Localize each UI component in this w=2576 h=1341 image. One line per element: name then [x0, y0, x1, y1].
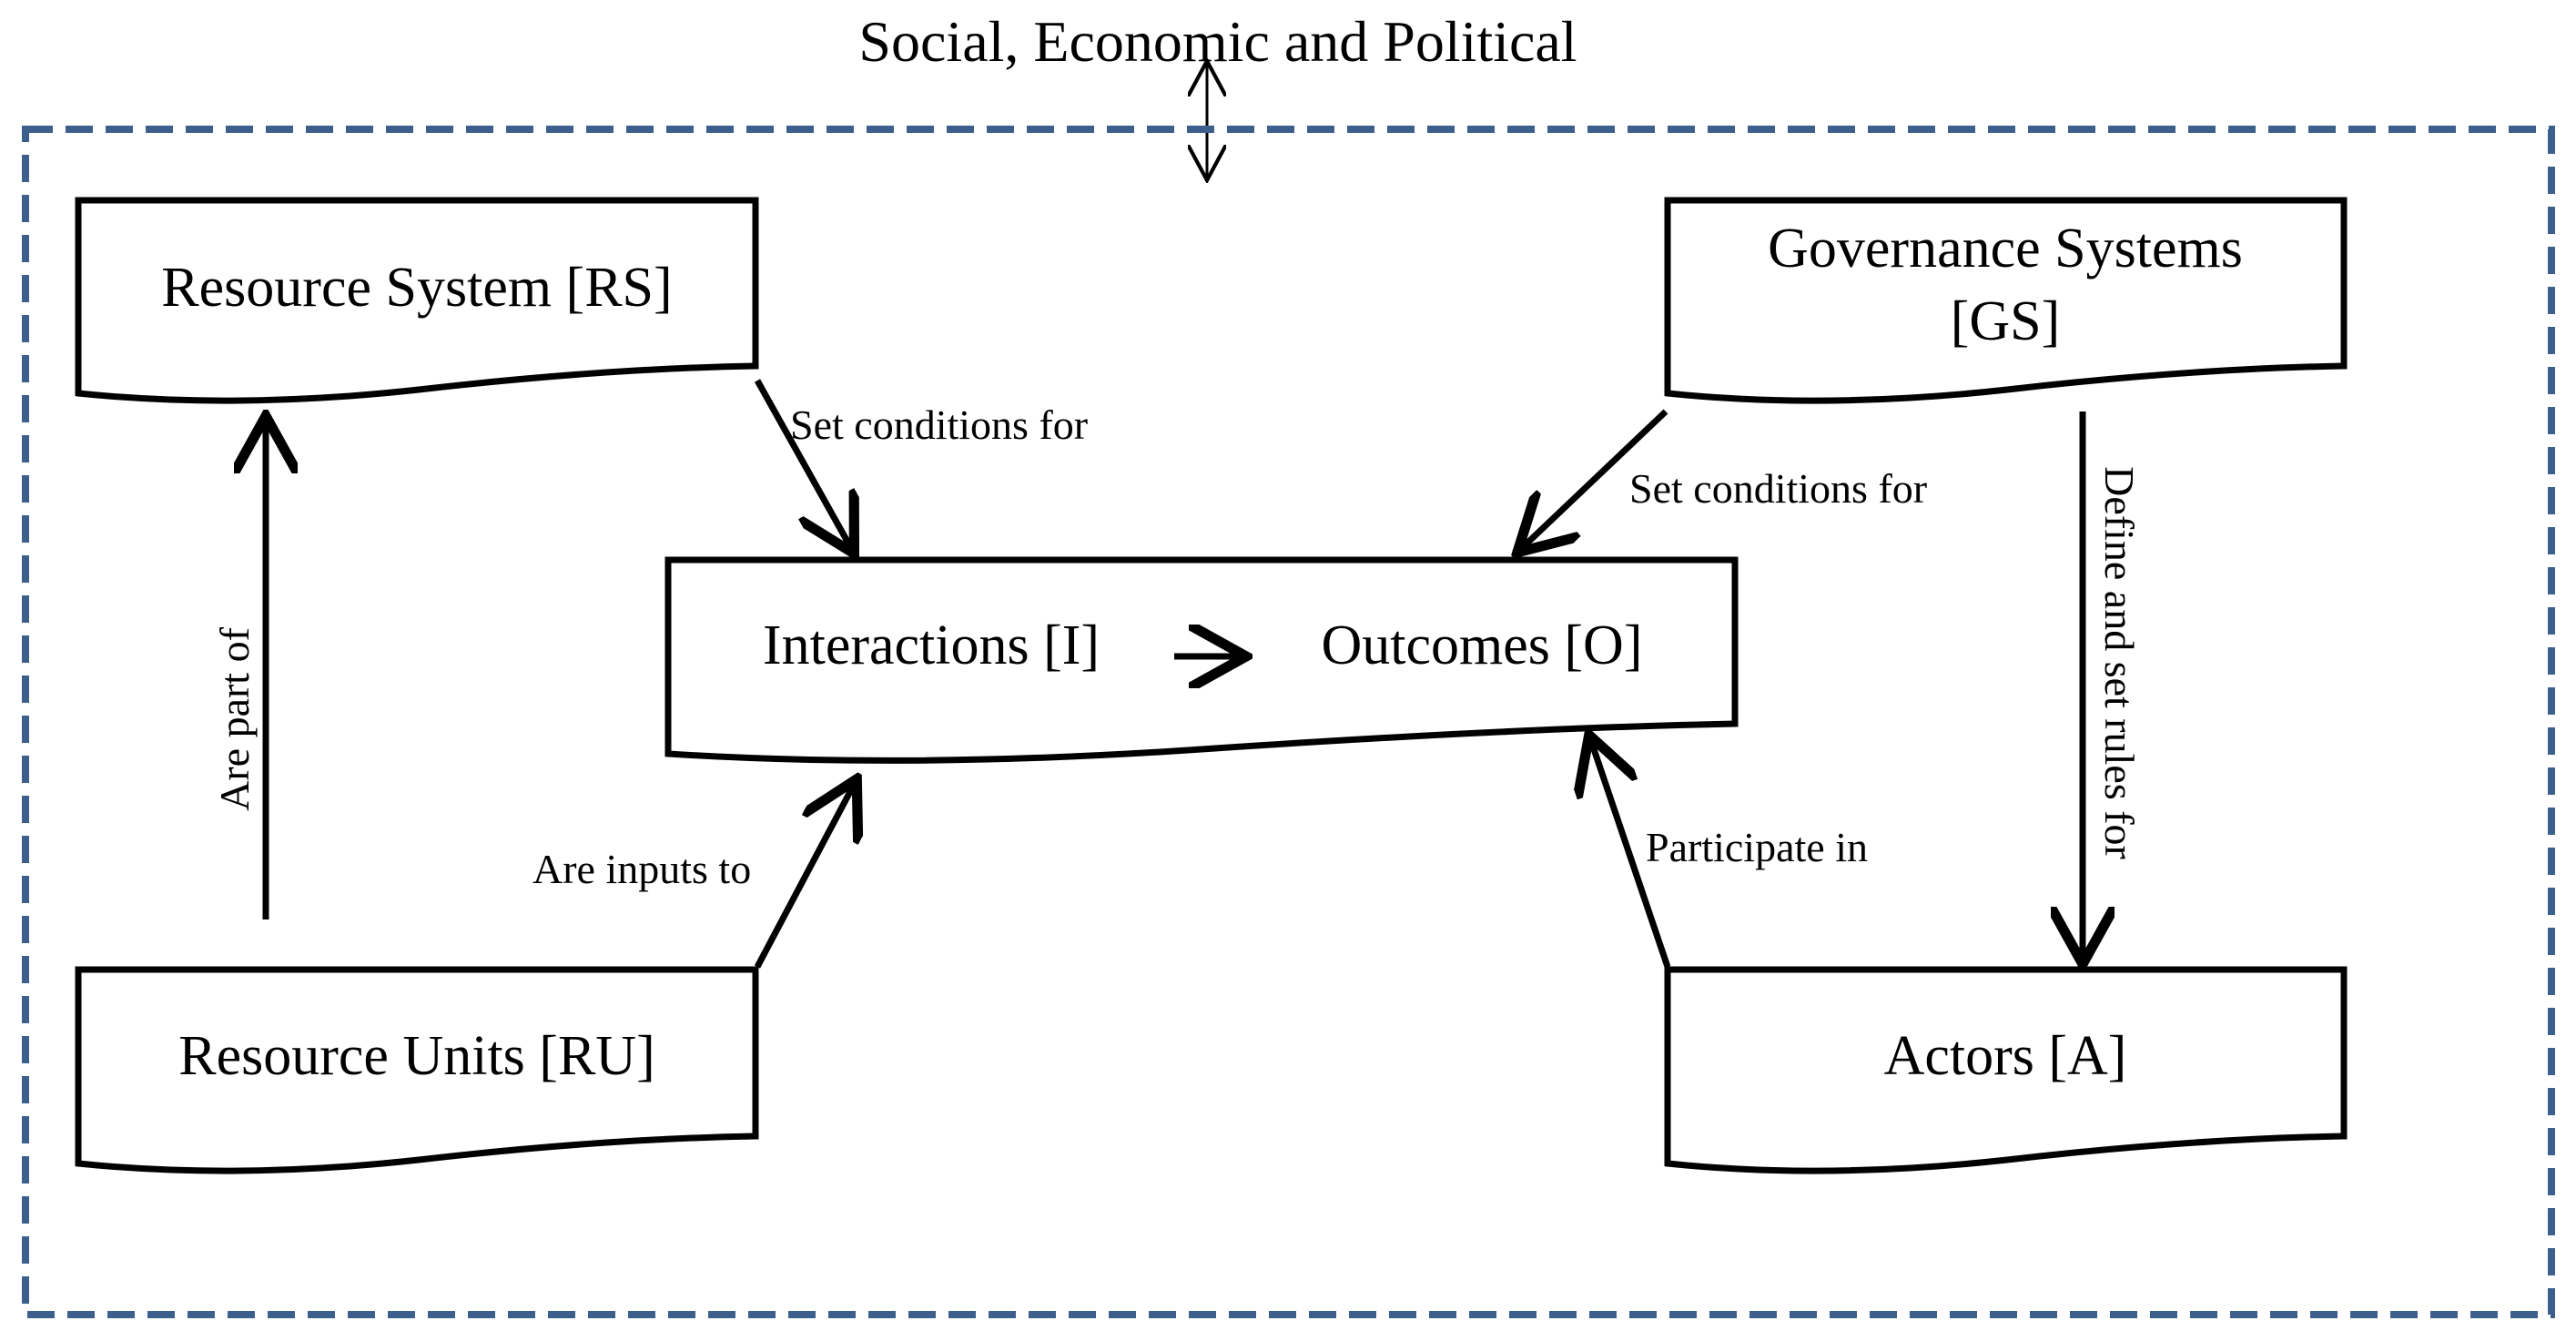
- rs-to-io-label: Set conditions for: [790, 401, 1088, 448]
- resource-units-label: Resource Units [RU]: [178, 1025, 654, 1087]
- resource-system-label: Resource System [RS]: [161, 257, 672, 319]
- gs-to-a-label: Define and set rules for: [2096, 466, 2143, 859]
- ru-to-rs-label: Are part of: [211, 626, 258, 810]
- resource-system-box: Resource System [RS]: [75, 197, 759, 404]
- context-label: Social, Economic and Political: [858, 9, 1577, 74]
- actors-label: Actors [A]: [1884, 1025, 2127, 1087]
- interactions-outcomes-box: Interactions [I] Outcomes [O]: [664, 556, 1739, 764]
- gs-to-io-arrow: [1522, 409, 1668, 548]
- actors-box: Actors [A]: [1664, 966, 2348, 1174]
- governance-systems-box: Governance Systems [GS]: [1664, 197, 2348, 404]
- ru-to-io-label: Are inputs to: [532, 846, 751, 892]
- ru-to-io-arrow: [754, 785, 854, 969]
- resource-units-box: Resource Units [RU]: [75, 966, 759, 1174]
- a-to-io-arrow: [1591, 741, 1671, 969]
- gs-to-io-label: Set conditions for: [1629, 465, 1927, 512]
- system-boundary: [22, 126, 2555, 1318]
- a-to-io-label: Participate in: [1646, 824, 1868, 870]
- governance-systems-label-line2: [GS]: [1951, 290, 2061, 352]
- rs-to-io-arrow: [754, 379, 851, 548]
- governance-systems-label-line1: Governance Systems: [1768, 218, 2243, 279]
- interactions-label: Interactions [I]: [763, 615, 1100, 676]
- outcomes-label: Outcomes [O]: [1322, 615, 1643, 676]
